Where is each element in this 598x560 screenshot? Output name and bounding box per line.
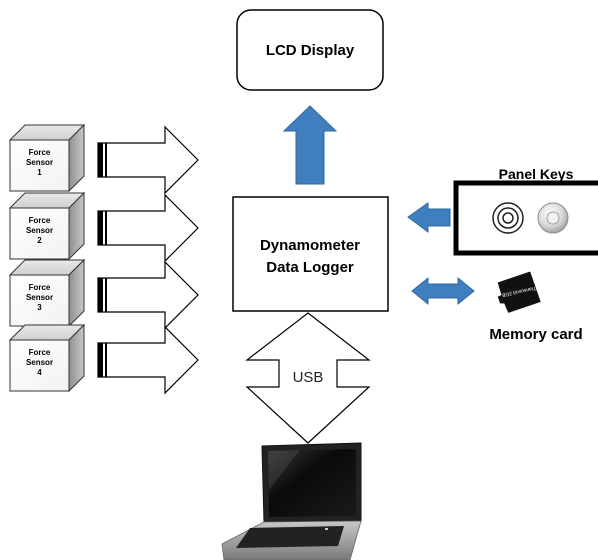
sensor-arrow-3 bbox=[97, 260, 199, 330]
sensor-arrow-2 bbox=[97, 193, 199, 263]
sensor-label-line1: Force bbox=[29, 348, 51, 357]
sensor-label-line1: Force bbox=[29, 216, 51, 225]
logger-label-line1: Dynamometer bbox=[260, 237, 360, 254]
lcd-display-label: LCD Display bbox=[266, 42, 355, 59]
arrow-to-lcd bbox=[282, 105, 338, 185]
lcd-display-box: LCD Display bbox=[236, 9, 384, 91]
sensor-label-line2: Sensor bbox=[26, 293, 53, 302]
sensor-label-line1: Force bbox=[29, 283, 51, 292]
sensor-label-number: 3 bbox=[37, 303, 42, 312]
sensor-label-number: 4 bbox=[37, 368, 42, 377]
panel-key-buttons-icon bbox=[492, 202, 569, 234]
laptop-icon bbox=[221, 442, 362, 560]
sensor-arrow-4 bbox=[97, 325, 199, 395]
logger-label-line2: Data Logger bbox=[266, 259, 354, 276]
panel-keys-label: Panel Keys bbox=[499, 166, 574, 182]
force-sensors-group: ForceSensor1ForceSensor2ForceSensor3Forc… bbox=[8, 123, 199, 395]
memory-card-label: Memory card bbox=[489, 326, 582, 343]
usb-label: USB bbox=[293, 369, 324, 386]
data-logger-box: Dynamometer Data Logger bbox=[232, 196, 389, 312]
sensor-label-line2: Sensor bbox=[26, 158, 53, 167]
sensor-arrow-1 bbox=[97, 125, 199, 195]
panel-keys-box bbox=[453, 180, 598, 256]
memory-card-icon: Transcend 2GB bbox=[497, 271, 541, 313]
sensor-label-number: 1 bbox=[37, 168, 42, 177]
sensor-label-line2: Sensor bbox=[26, 226, 53, 235]
arrow-memory-card-bidirectional bbox=[411, 276, 475, 306]
usb-arrow bbox=[245, 312, 371, 444]
sensor-label-number: 2 bbox=[37, 236, 42, 245]
arrow-from-panel-keys bbox=[407, 202, 451, 233]
sensor-label-line2: Sensor bbox=[26, 358, 53, 367]
sensor-label-line1: Force bbox=[29, 148, 51, 157]
